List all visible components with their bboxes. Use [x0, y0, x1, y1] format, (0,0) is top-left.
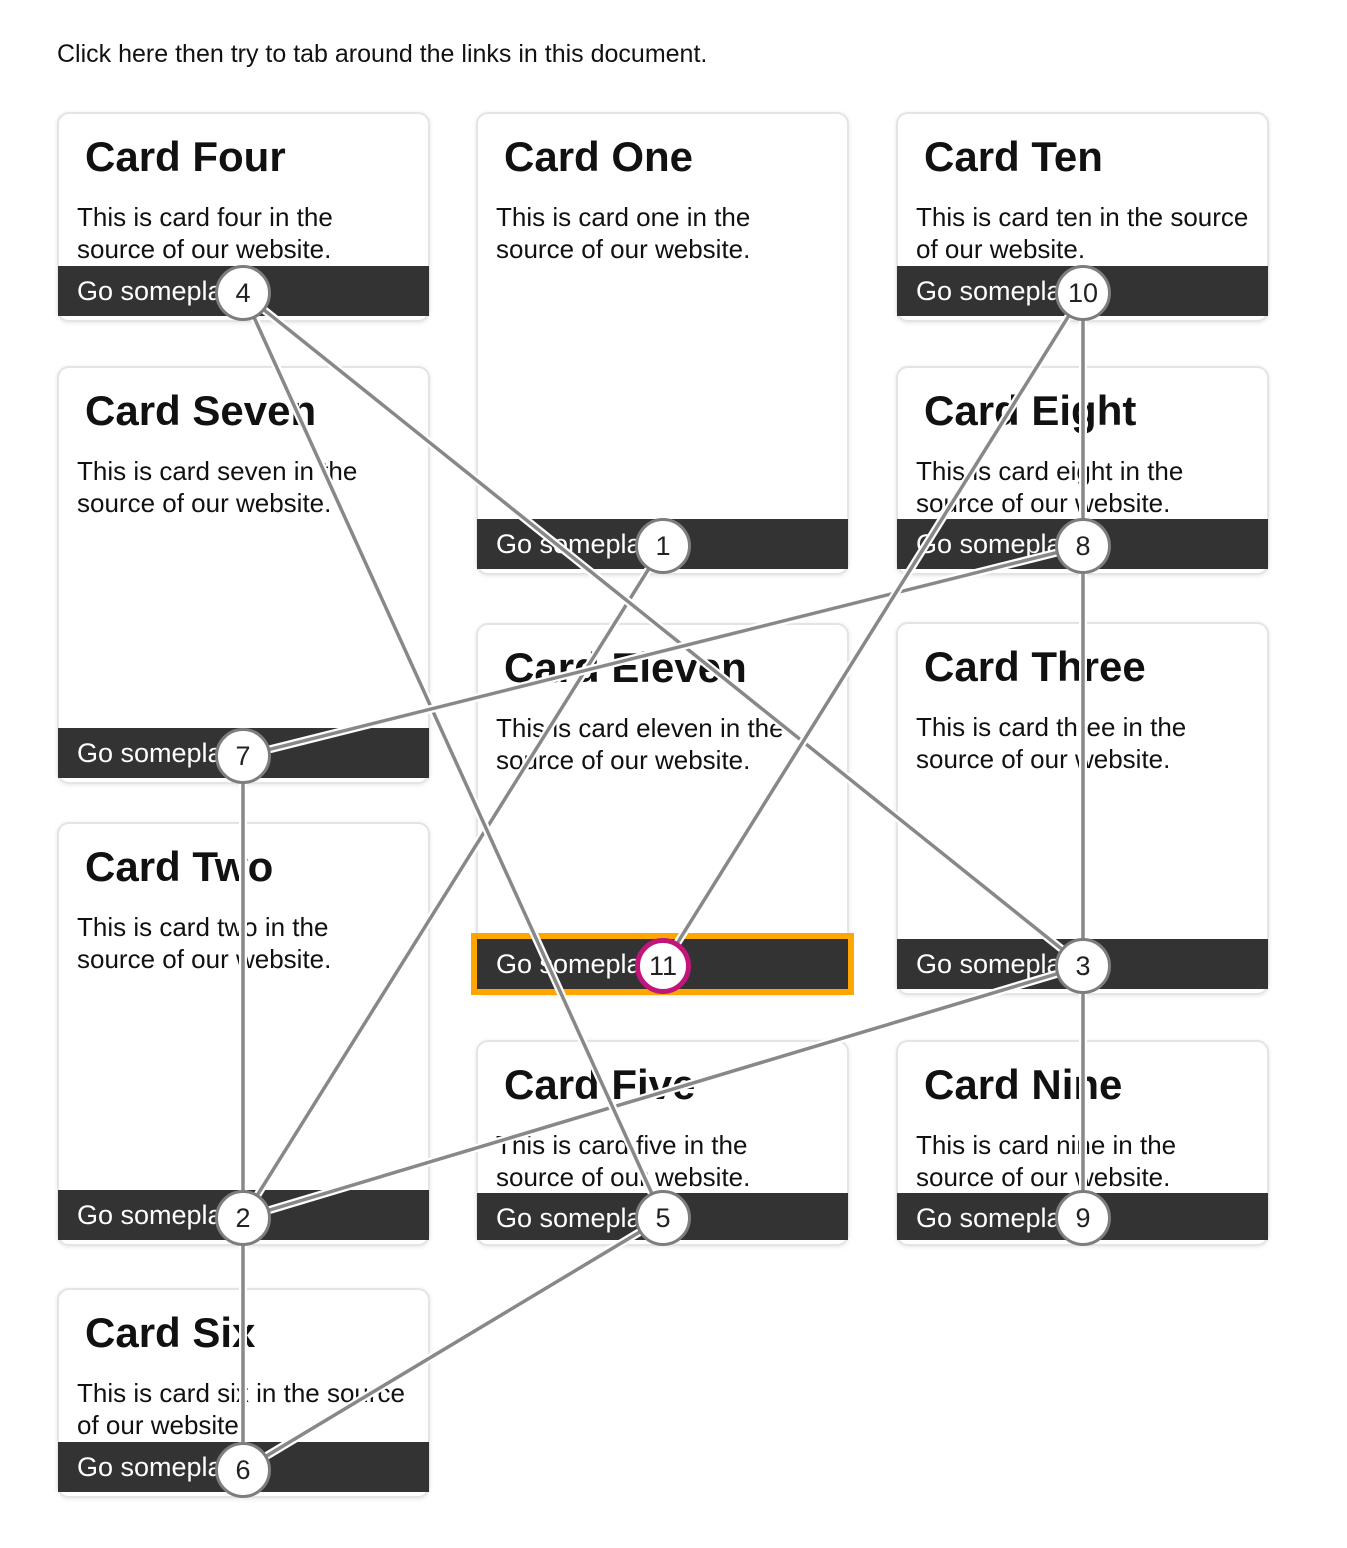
- card-six-go-link[interactable]: Go someplace: [58, 1442, 429, 1492]
- card-body-text: This is card five in the source of our w…: [496, 1130, 751, 1193]
- card-body-text: This is card two in the source of our we…: [77, 912, 332, 975]
- card-seven: Card Seven This is card seven in the sou…: [57, 366, 430, 784]
- card-nine: Card Nine This is card nine in the sourc…: [896, 1040, 1269, 1246]
- card-title: Card Ten: [924, 133, 1103, 180]
- card-eleven: Card Eleven This is card eleven in the s…: [471, 623, 854, 995]
- card-nine-go-link[interactable]: Go someplace: [897, 1193, 1268, 1240]
- card-body-text: This is card one in the source of our we…: [496, 202, 751, 265]
- card-title: Card Five: [504, 1061, 696, 1108]
- card-title: Card Nine: [924, 1061, 1123, 1108]
- card-four: Card Four This is card four in the sourc…: [57, 112, 430, 322]
- card-body-text: This is card nine in the source of our w…: [916, 1130, 1177, 1193]
- card-title: Card Eleven: [504, 644, 747, 691]
- card-title: Card Three: [924, 643, 1146, 690]
- card-two: Card Two This is card two in the source …: [57, 822, 430, 1246]
- card-eight: Card Eight This is card eight in the sou…: [896, 366, 1269, 575]
- card-body-text: This is card four in the source of our w…: [77, 202, 333, 265]
- card-five-go-link[interactable]: Go someplace: [477, 1193, 848, 1240]
- card-body-text: This is card eleven in the source of our…: [496, 713, 784, 776]
- card-title: Card Seven: [85, 387, 317, 434]
- card-body-text: This is card eight in the source of our …: [916, 456, 1184, 519]
- card-title: Card One: [504, 133, 694, 180]
- card-title: Card Four: [85, 133, 286, 180]
- card-three: Card Three This is card three in the sou…: [896, 622, 1269, 995]
- card-three-go-link[interactable]: Go someplace: [897, 939, 1268, 989]
- card-eleven-go-link-focused[interactable]: Go someplace: [471, 933, 854, 995]
- card-body-text: This is card three in the source of our …: [916, 712, 1187, 775]
- card-title: Card Eight: [924, 387, 1137, 434]
- card-seven-go-link[interactable]: Go someplace: [58, 728, 429, 778]
- card-body-text: This is card ten in the source of our we…: [916, 202, 1249, 265]
- card-six: Card Six This is card six in the source …: [57, 1288, 430, 1498]
- card-body-text: This is card seven in the source of our …: [77, 456, 358, 519]
- instruction-text[interactable]: Click here then try to tab around the li…: [57, 40, 708, 68]
- card-body-text: This is card six in the source of our we…: [77, 1378, 406, 1441]
- card-ten-go-link[interactable]: Go someplace: [897, 266, 1268, 316]
- card-eight-go-link[interactable]: Go someplace: [897, 519, 1268, 569]
- card-title: Card Two: [85, 843, 274, 890]
- card-four-go-link[interactable]: Go someplace: [58, 266, 429, 316]
- card-one: Card One This is card one in the source …: [476, 112, 849, 575]
- card-title: Card Six: [85, 1309, 256, 1356]
- card-one-go-link[interactable]: Go someplace: [477, 519, 848, 569]
- card-ten: Card Ten This is card ten in the source …: [896, 112, 1269, 322]
- card-five: Card Five This is card five in the sourc…: [476, 1040, 849, 1246]
- card-two-go-link[interactable]: Go someplace: [58, 1190, 429, 1240]
